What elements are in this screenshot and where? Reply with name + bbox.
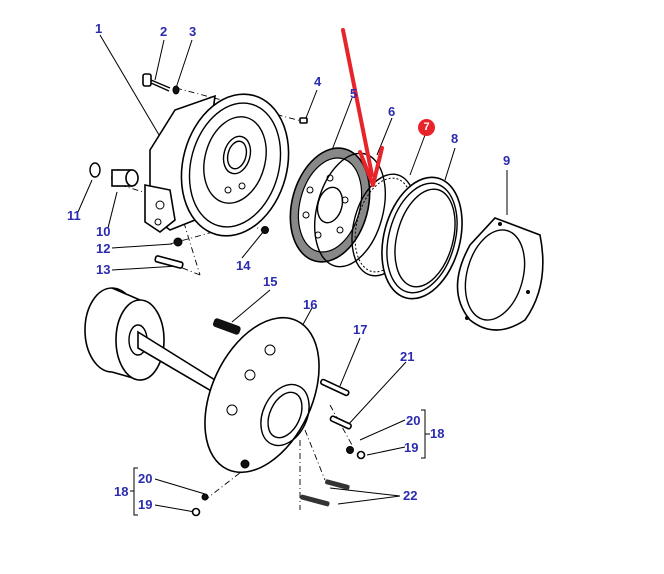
- part-9-plate: [456, 217, 544, 331]
- part-21-stud: [329, 415, 352, 430]
- label-part-7-highlighted: 7: [418, 119, 435, 136]
- label-part-11: 11: [67, 208, 81, 223]
- part-6-ring: [314, 152, 386, 268]
- label-part-13: 13: [96, 262, 111, 277]
- drum-shaft: [84, 287, 216, 394]
- label-part-17: 17: [353, 322, 368, 337]
- part-11-circlip: [89, 162, 101, 178]
- label-part-20-right: 20: [406, 413, 421, 428]
- part-10-sleeve: [111, 169, 139, 187]
- part-20-washer-left: [201, 493, 209, 501]
- label-part-14: 14: [236, 258, 251, 273]
- label-part-18-right: 18: [430, 426, 445, 441]
- part-3-washer: [172, 85, 180, 95]
- part-12-plug: [173, 237, 183, 247]
- label-part-19-left: 19: [138, 497, 153, 512]
- part-16-pump-body: [204, 316, 320, 474]
- part-8-piston: [381, 176, 463, 300]
- label-part-5: 5: [350, 86, 358, 101]
- part-17-bolt: [319, 378, 350, 397]
- label-part-8: 8: [451, 131, 459, 146]
- label-part-4: 4: [314, 74, 322, 89]
- part-15-spring: [212, 318, 241, 335]
- label-part-19-right: 19: [404, 440, 419, 455]
- part-19-bolt-left: [191, 507, 201, 517]
- bracket-18-left: [130, 467, 138, 516]
- label-part-16: 16: [303, 297, 318, 312]
- part-1-housing: [144, 93, 290, 237]
- part-22-stud-lower: [300, 494, 330, 507]
- label-part-10: 10: [96, 224, 111, 239]
- part-20-washer-right: [346, 446, 354, 454]
- leader-lines: [77, 34, 508, 513]
- label-part-12: 12: [96, 241, 111, 256]
- part-22-stud-upper: [325, 479, 350, 490]
- label-part-20-left: 20: [138, 471, 153, 486]
- label-part-6: 6: [388, 104, 396, 119]
- label-part-21: 21: [400, 349, 415, 364]
- label-part-2: 2: [160, 24, 168, 39]
- label-part-3: 3: [189, 24, 197, 39]
- bracket-18-right: [421, 409, 430, 459]
- label-part-22: 22: [403, 488, 418, 503]
- label-part-18-left: 18: [114, 484, 129, 499]
- label-part-1: 1: [95, 21, 103, 36]
- part-2-bolt: [142, 73, 171, 92]
- part-13-dowel: [154, 255, 184, 269]
- part-4-pin: [299, 117, 308, 124]
- part-19-bolt-right: [356, 450, 366, 460]
- label-part-15: 15: [263, 274, 278, 289]
- label-part-9: 9: [503, 153, 511, 168]
- part-14-plug: [261, 226, 269, 234]
- indicator-arrow: [341, 28, 384, 187]
